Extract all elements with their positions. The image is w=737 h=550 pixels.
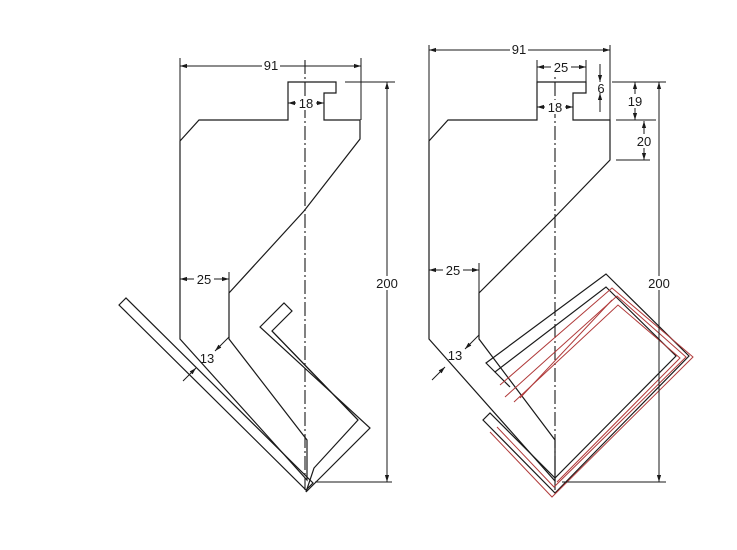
left-view: 91 18 200 25 13 — [118, 58, 400, 493]
punch-outline — [428, 81, 611, 483]
part-channel — [259, 302, 371, 493]
box-part-overlay-outer — [489, 287, 694, 498]
dim-91-label: 91 — [264, 58, 278, 73]
dim-18-label: 18 — [548, 100, 562, 115]
part-flange-left — [118, 297, 314, 491]
dim-200-label: 200 — [648, 276, 670, 291]
box-part-outer — [482, 273, 690, 494]
dim-200-label: 200 — [376, 276, 398, 291]
dim-25-label: 25 — [446, 263, 460, 278]
dim-18-label: 18 — [299, 96, 313, 111]
dim-25-top-label: 25 — [554, 60, 568, 75]
dim-13-label: 13 — [448, 348, 462, 363]
dim-19-label: 19 — [628, 94, 642, 109]
dim-20-label: 20 — [637, 134, 651, 149]
dim-13-label: 13 — [200, 351, 214, 366]
dim-25-label: 25 — [197, 272, 211, 287]
right-view: 91 25 18 6 19 20 200 — [428, 42, 694, 498]
punch-outline — [179, 81, 361, 482]
box-part-overlay-inner — [496, 295, 687, 488]
dim-91-label: 91 — [512, 42, 526, 57]
dim-6-label: 6 — [597, 81, 604, 96]
